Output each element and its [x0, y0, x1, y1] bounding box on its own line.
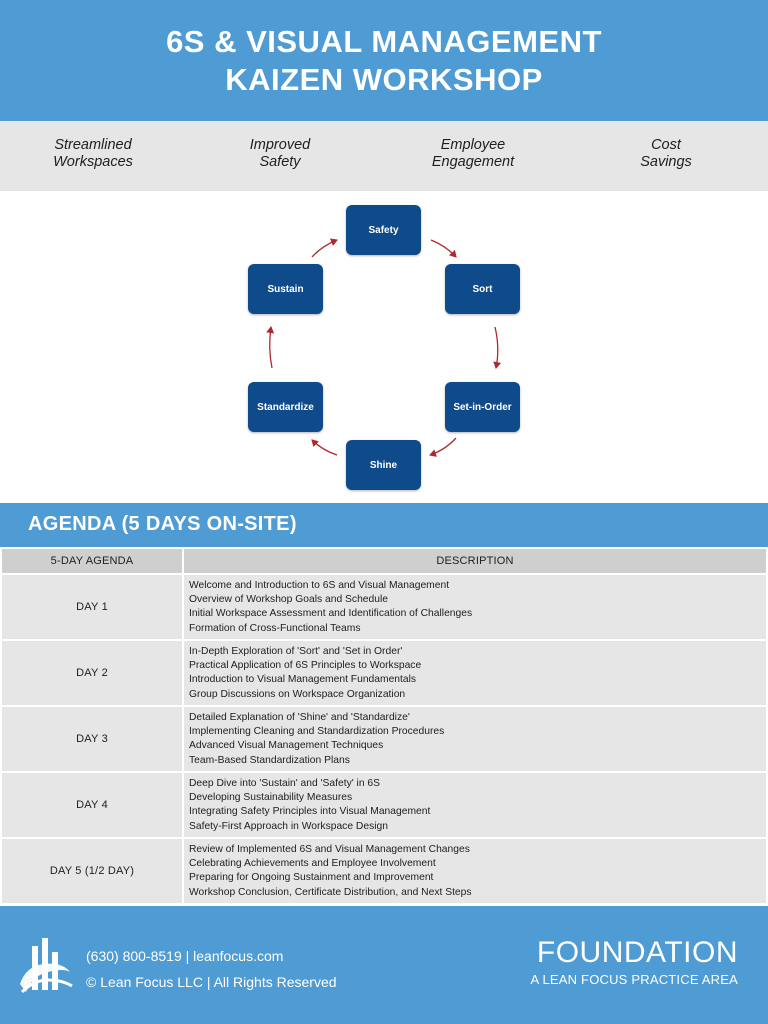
benefit-line: Streamlined [54, 137, 132, 153]
cycle-arrows [266, 238, 502, 457]
agenda-day-label: DAY 5 (1/2 DAY) [2, 839, 182, 903]
benefits-bar: Streamlined Workspaces Improved Safety E… [0, 121, 768, 191]
agenda-day-label: DAY 3 [2, 707, 182, 771]
agenda-item: In-Depth Exploration of 'Sort' and 'Set … [189, 646, 403, 657]
agenda-item: Integrating Safety Principles into Visua… [189, 806, 431, 818]
page-title-line2: KAIZEN WORKSHOP [225, 62, 543, 97]
six-s-cycle-diagram: Safety Sort Set-in-Order Shine Standardi… [0, 191, 768, 503]
agenda-item: Review of Implemented 6S and Visual Mana… [189, 844, 470, 855]
agenda-day-label: DAY 4 [2, 773, 182, 837]
benefit-line: Cost [651, 137, 681, 153]
agenda-item: Welcome and Introduction to 6S and Visua… [189, 580, 450, 591]
cycle-node-shine: Shine [346, 440, 421, 490]
page-title-line1: 6S & VISUAL MANAGEMENT [166, 24, 602, 59]
agenda-row-day3: DAY 3 Detailed Explanation of 'Shine' an… [0, 707, 768, 771]
agenda-item: Advanced Visual Management Techniques [189, 740, 384, 752]
agenda-description: Review of Implemented 6S and Visual Mana… [184, 839, 766, 903]
arrow-setinorder-to-shine [429, 437, 457, 457]
cycle-node-standardize: Standardize [248, 382, 323, 432]
brand-name: FOUNDATION [536, 936, 738, 969]
agenda-item: Introduction to Visual Management Fundam… [189, 674, 417, 686]
benefit-line: Safety [259, 154, 301, 170]
cycle-node-sustain: Sustain [248, 264, 323, 314]
agenda-item: Overview of Workshop Goals and Schedule [189, 594, 388, 606]
cycle-node-safety: Safety [346, 205, 421, 255]
agenda-row-day1: DAY 1 Welcome and Introduction to 6S and… [0, 575, 768, 639]
agenda-item: Developing Sustainability Measures [189, 792, 353, 804]
agenda-row-day2: DAY 2 In-Depth Exploration of 'Sort' and… [0, 641, 768, 705]
agenda-title: AGENDA (5 DAYS ON-SITE) [28, 513, 297, 535]
benefit-streamlined-workspaces: Streamlined Workspaces [13, 137, 173, 171]
agenda-day-label: DAY 2 [2, 641, 182, 705]
agenda-item: Group Discussions on Workspace Organizat… [189, 688, 406, 700]
footer-brand: FOUNDATION A LEAN FOCUS PRACTICE AREA [531, 936, 738, 987]
benefit-line: Savings [640, 154, 692, 170]
agenda-item: Initial Workspace Assessment and Identif… [189, 608, 473, 620]
agenda-row-day5: DAY 5 (1/2 DAY) Review of Implemented 6S… [0, 839, 768, 903]
agenda-header-row: 5-DAY AGENDA DESCRIPTION [0, 549, 768, 573]
agenda-item: Implementing Cleaning and Standardizatio… [189, 726, 445, 738]
agenda-description: Detailed Explanation of 'Shine' and 'Sta… [184, 707, 766, 771]
benefit-employee-engagement: Employee Engagement [393, 137, 553, 171]
arrow-safety-to-sort [430, 239, 457, 258]
footer-copyright: © Lean Focus LLC | All Rights Reserved [86, 974, 337, 990]
benefit-line: Employee [440, 137, 506, 153]
cycle-node-set-in-order: Set-in-Order [445, 382, 520, 432]
agenda-item: Practical Application of 6S Principles t… [189, 660, 422, 672]
agenda-heading-bar: AGENDA (5 DAYS ON-SITE) [0, 503, 768, 547]
agenda-item: Formation of Cross-Functional Teams [189, 622, 361, 634]
agenda-item: Preparing for Ongoing Sustainment and Im… [189, 872, 434, 884]
agenda-row-day4: DAY 4 Deep Dive into 'Sustain' and 'Safe… [0, 773, 768, 837]
benefit-line: Workspaces [53, 154, 133, 170]
col-header-description: DESCRIPTION [184, 549, 766, 573]
arrow-sustain-to-safety [311, 238, 338, 258]
agenda-item: Team-Based Standardization Plans [189, 754, 350, 766]
agenda-description: In-Depth Exploration of 'Sort' and 'Set … [184, 641, 766, 705]
col-header-day: 5-DAY AGENDA [2, 549, 182, 573]
benefit-line: Improved [249, 137, 311, 153]
building-bars-logo-icon [18, 936, 74, 1001]
agenda-item: Detailed Explanation of 'Shine' and 'Sta… [189, 712, 410, 723]
cycle-node-sort: Sort [445, 264, 520, 314]
benefit-line: Engagement [431, 154, 515, 170]
agenda-description: Welcome and Introduction to 6S and Visua… [184, 575, 766, 639]
agenda-description: Deep Dive into 'Sustain' and 'Safety' in… [184, 773, 766, 837]
page-footer: (630) 800-8519 | leanfocus.com © Lean Fo… [0, 906, 768, 1024]
agenda-item: Celebrating Achievements and Employee In… [189, 858, 436, 870]
arrow-sort-to-setinorder [493, 326, 502, 369]
agenda-item: Workshop Conclusion, Certificate Distrib… [189, 886, 472, 898]
benefit-improved-safety: Improved Safety [200, 137, 360, 171]
page-header: 6S & VISUAL MANAGEMENT KAIZEN WORKSHOP [0, 0, 768, 121]
arrow-shine-to-standardize [311, 439, 338, 456]
benefit-cost-savings: Cost Savings [586, 137, 746, 171]
footer-contact: (630) 800-8519 | leanfocus.com © Lean Fo… [86, 943, 337, 995]
arrow-standardize-to-sustain [266, 326, 275, 369]
agenda-day-label: DAY 1 [2, 575, 182, 639]
agenda-item: Deep Dive into 'Sustain' and 'Safety' in… [189, 778, 381, 789]
footer-phone-website[interactable]: (630) 800-8519 | leanfocus.com [86, 948, 284, 964]
brand-tagline: A LEAN FOCUS PRACTICE AREA [530, 972, 738, 987]
agenda-item: Safety-First Approach in Workspace Desig… [189, 820, 388, 832]
